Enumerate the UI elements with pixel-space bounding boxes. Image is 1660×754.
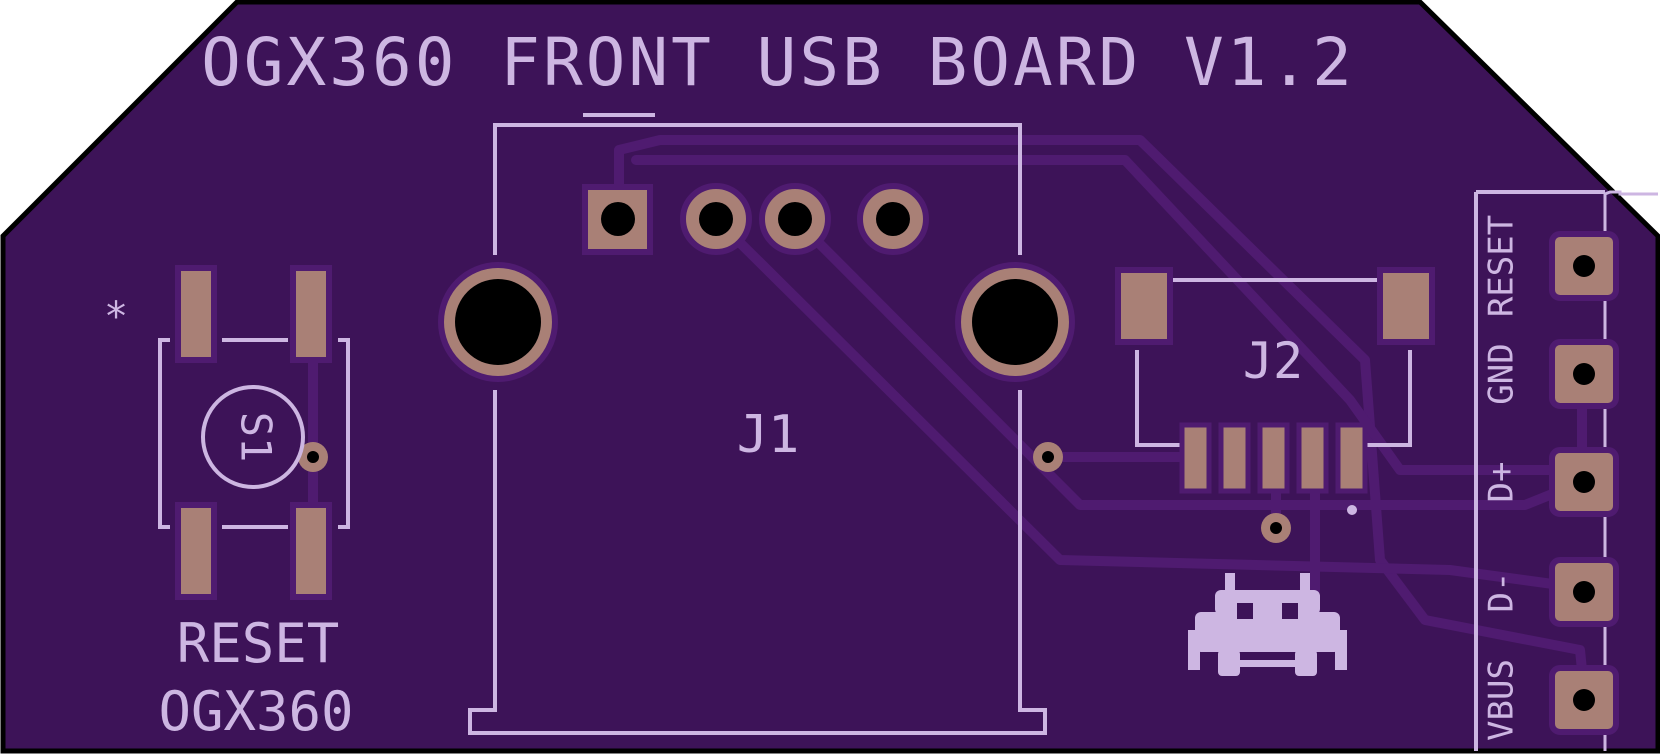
header-label-gnd: GND (1482, 343, 1522, 404)
j1-silk-body (493, 123, 1022, 255)
j1-pin-4-drill (876, 202, 910, 236)
invader-arm-left (1188, 630, 1200, 670)
trace-vbus (614, 135, 1590, 705)
switch-label-line2: OGX360 (158, 680, 353, 743)
invader-mouth (1240, 660, 1295, 667)
j1-pin-3-drill (778, 202, 812, 236)
invader-head (1215, 590, 1320, 615)
mount-hole-left-drill (455, 279, 541, 365)
via-dplus-drill (1270, 522, 1282, 534)
j2-pin1-dot (1347, 505, 1357, 515)
s1-pad-1 (175, 265, 217, 363)
via-s1-drill (307, 451, 319, 463)
header-label-vbus: VBUS (1482, 659, 1522, 741)
via-reset-drill (1042, 451, 1054, 463)
switch-label-line1: RESET (177, 612, 340, 675)
s1-pin1-marker: * (104, 294, 128, 340)
j2-shield-pad-right (1377, 267, 1435, 345)
header-pad-dminus-drill (1573, 581, 1595, 603)
s1-silk-right (338, 338, 350, 529)
usb-connector-j1 (468, 113, 1047, 735)
s1-pad-3 (175, 502, 217, 600)
header-pad-reset-drill (1573, 255, 1595, 277)
j1-pin-1-drill (601, 202, 635, 236)
header-label-reset: RESET (1482, 215, 1522, 317)
board-title: OGX360 FRONT USB BOARD V1.2 (201, 24, 1355, 101)
j2-shield-pad-left (1115, 267, 1173, 345)
j1-pin-2-drill (699, 202, 733, 236)
vias (298, 442, 1291, 543)
j1-pins (582, 183, 929, 255)
header-pad-vbus-drill (1573, 689, 1595, 711)
invader-antenna-right (1300, 573, 1310, 593)
invader-eye-right (1282, 603, 1298, 619)
s1-pad-2 (290, 265, 332, 363)
header-label-dplus: D+ (1482, 462, 1522, 503)
reset-switch-s1: * S1 (104, 265, 350, 600)
j2-pad-3 (1257, 422, 1290, 494)
header-label-dminus: D- (1482, 572, 1522, 613)
j2-pad-2 (1218, 422, 1251, 494)
invader-leg-left (1218, 650, 1240, 676)
j1-designator: J1 (737, 405, 800, 465)
invader-leg-right (1295, 650, 1317, 676)
invader-arm-right (1335, 630, 1347, 670)
invader-body (1195, 612, 1340, 652)
j1-mounting-holes (438, 262, 1075, 382)
s1-pad-4 (290, 502, 332, 600)
space-invader-icon (1188, 573, 1347, 676)
mount-hole-right-drill (972, 279, 1058, 365)
s1-designator: S1 (232, 412, 281, 463)
j2-silk-right (1365, 350, 1412, 447)
s1-actuator-circle (201, 385, 305, 489)
trace-dminus (711, 214, 1587, 593)
s1-silk-left (158, 338, 170, 529)
invader-antenna-left (1225, 573, 1235, 593)
j2-pad-1 (1179, 422, 1212, 494)
j2-designator: J2 (1243, 332, 1303, 390)
header-pads (1549, 231, 1619, 735)
invader-eye-left (1237, 603, 1253, 619)
header-pad-gnd-drill (1573, 363, 1595, 385)
header-pad-dplus-drill (1573, 471, 1595, 493)
micro-usb-j2 (1115, 267, 1435, 515)
j2-pad-4 (1296, 422, 1329, 494)
j2-pad-5 (1335, 422, 1368, 494)
j2-silk-left (1135, 350, 1180, 447)
j1-silk-left (468, 390, 1047, 735)
header-labels: RESET GND D+ D- VBUS (1482, 215, 1522, 741)
